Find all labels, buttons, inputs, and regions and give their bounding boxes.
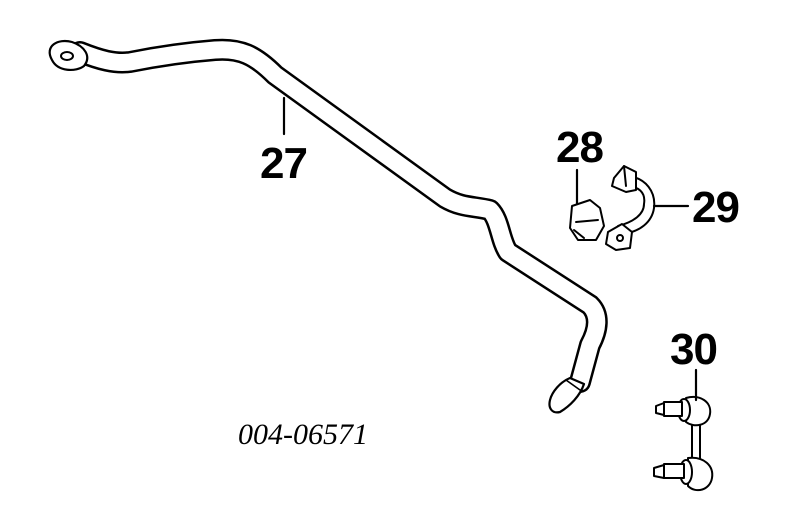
link-lower-ball-joint bbox=[687, 456, 714, 492]
callout-28: 28 bbox=[556, 123, 604, 172]
link-upper-stud-tip bbox=[655, 402, 665, 416]
callout-29: 29 bbox=[692, 183, 740, 232]
bushing-slit bbox=[573, 229, 585, 239]
stabilizer-bar bbox=[48, 38, 608, 414]
stabilizer-bar-eye-end bbox=[48, 39, 89, 72]
stabilizer-bar-outline bbox=[69, 38, 608, 393]
stabilizer-bar-end-seam bbox=[565, 379, 581, 391]
link-upper-ball-joint bbox=[685, 396, 712, 427]
bracket-tab-fold bbox=[623, 165, 627, 187]
bushing-edge bbox=[575, 219, 599, 223]
link-lower-stud bbox=[663, 463, 685, 479]
bracket bbox=[605, 165, 656, 251]
callout-30: 30 bbox=[670, 325, 718, 374]
drawing-number: 004-06571 bbox=[238, 418, 368, 451]
bushing bbox=[569, 199, 605, 241]
link-lower-stud-tip bbox=[653, 464, 665, 479]
stabilizer-bar-eye-hole bbox=[60, 51, 74, 61]
bracket-bolt-hole bbox=[616, 234, 624, 242]
callout-27: 27 bbox=[260, 139, 308, 188]
stabilizer-bar-fill bbox=[71, 41, 606, 391]
stabilizer-link bbox=[653, 396, 714, 492]
stabilizer-bar-flat-end bbox=[548, 376, 586, 414]
link-upper-stud bbox=[663, 401, 683, 417]
bracket-bottom-tab bbox=[605, 223, 633, 251]
